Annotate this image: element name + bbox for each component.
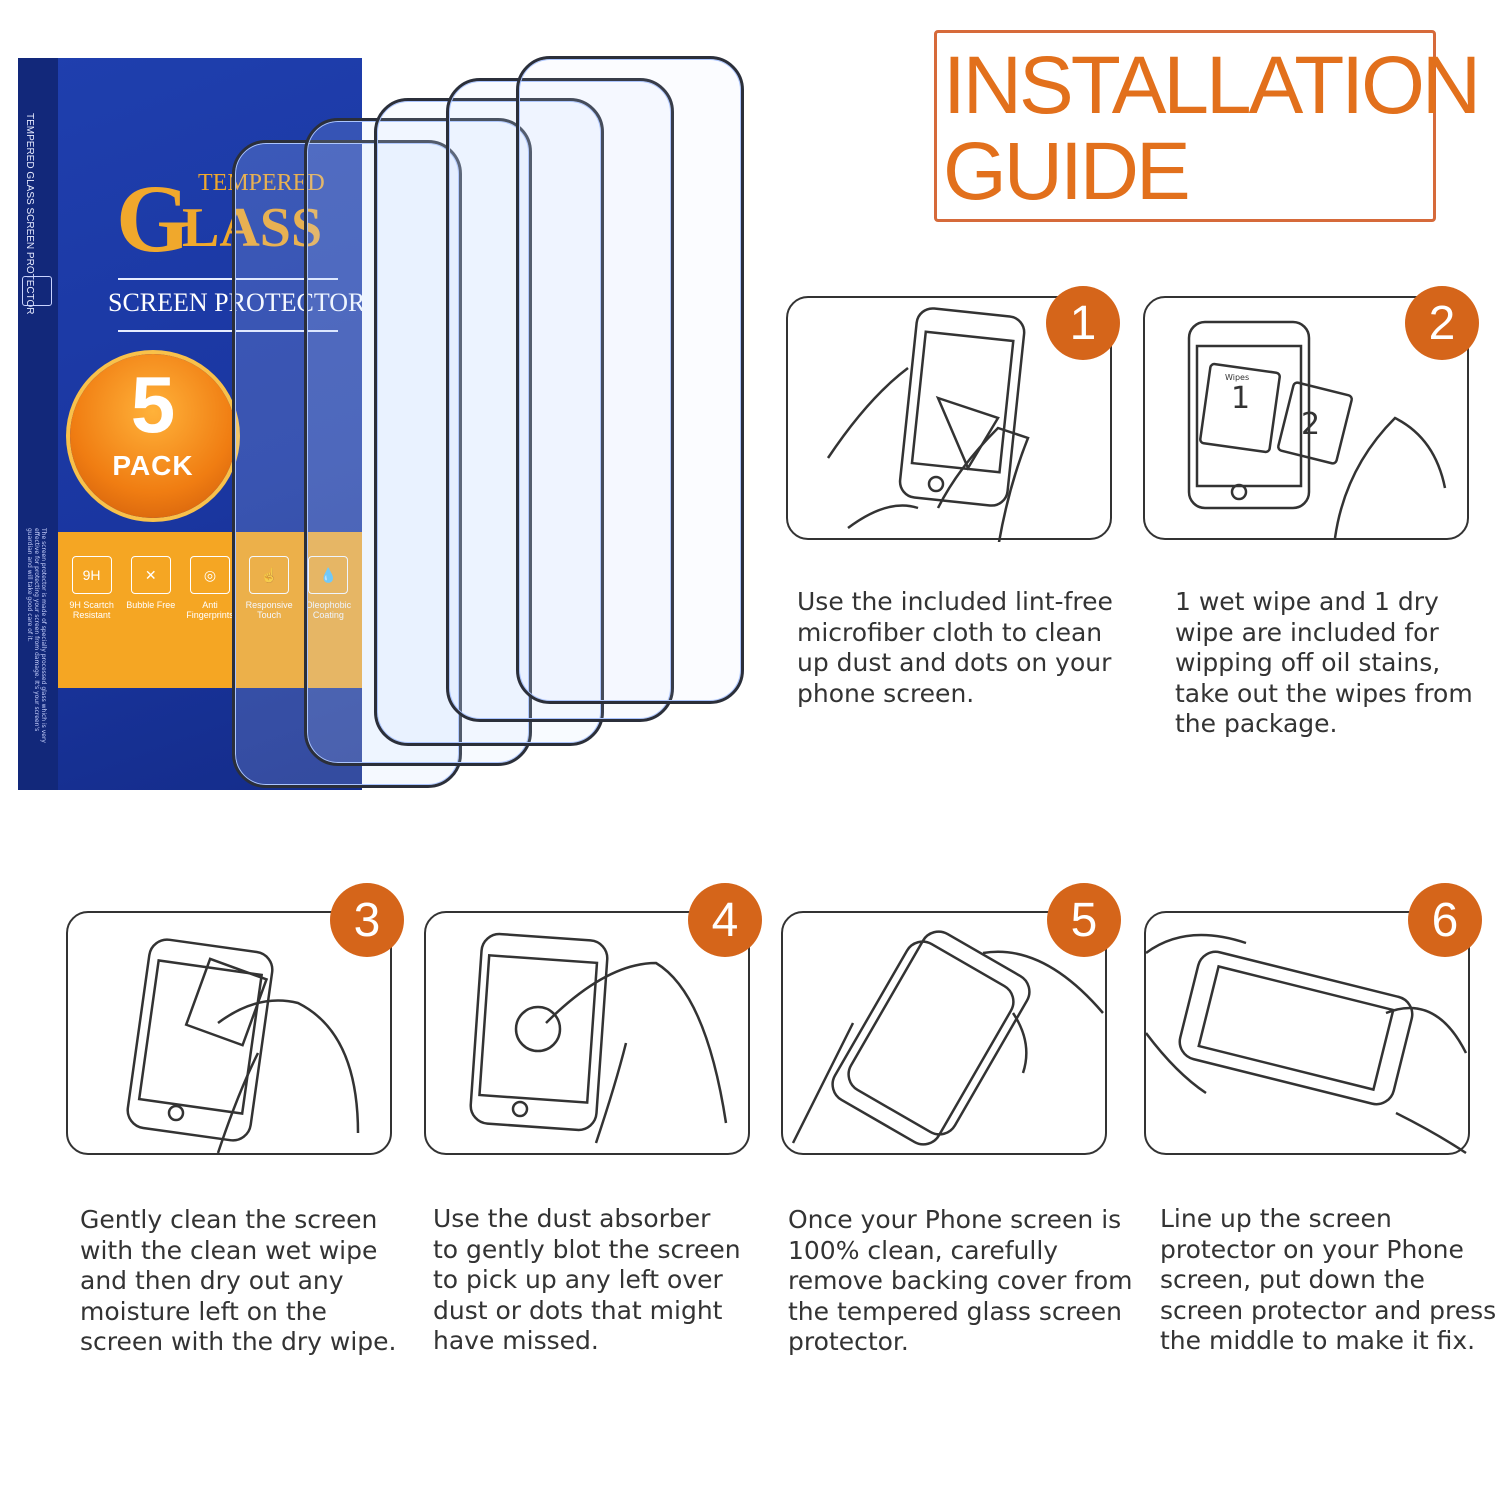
feature-label: Anti Fingerprints <box>186 600 234 620</box>
bubble-icon: ✕ <box>130 556 171 594</box>
feature-bubble: ✕ Bubble Free <box>122 556 180 688</box>
step-5-illustration: 5 <box>781 883 1121 1155</box>
step-4-illustration: 4 <box>424 883 762 1155</box>
hardness-icon: 9H <box>71 556 112 594</box>
feature-touch: ☝ Responsive Touch <box>240 556 298 688</box>
pack-count: 5 <box>130 360 176 449</box>
pack-badge: 5 PACK <box>70 354 236 518</box>
box-subtitle: SCREEN PROTECTOR <box>108 288 366 317</box>
title-line2: GUIDE <box>943 126 1191 217</box>
spine-text: TEMPERED GLASS SCREEN PROTECTOR <box>24 113 35 315</box>
divider <box>118 330 338 332</box>
phone-dust-absorber-illustration <box>469 932 728 1144</box>
svg-text:Wipes: Wipes <box>1225 373 1249 382</box>
step-2-badge: 2 <box>1405 286 1479 360</box>
phone-wipe-illustration <box>126 938 360 1154</box>
wipe-number: 1 <box>1231 381 1250 416</box>
phone-cloth-illustration <box>826 307 1030 542</box>
step-3-text: Gently clean the screen with the clean w… <box>80 1205 397 1356</box>
step-5-badge: 5 <box>1047 883 1121 957</box>
feature-fingerprint: ◎ Anti Fingerprints <box>181 556 239 688</box>
box-side-note: The screen protector is made of speciall… <box>26 528 47 743</box>
screen-protector <box>232 140 462 788</box>
feature-label: 9H Scartch Resistant <box>69 600 114 620</box>
step-1-text: Use the included lint-free microfiber cl… <box>797 587 1113 708</box>
feature-9h: 9H 9H Scartch Resistant <box>63 556 121 688</box>
feature-oleophobic: 💧 Oleophobic Coating <box>299 556 357 688</box>
screen-protector <box>374 98 604 746</box>
feature-label: Oleophobic Coating <box>305 600 352 620</box>
step-3-illustration: 3 <box>66 883 404 1155</box>
box-spine: TEMPERED GLASS SCREEN PROTECTOR The scre… <box>18 58 58 790</box>
title-line1: INSTALLATION <box>943 40 1481 131</box>
installation-guide-title: INSTALLATION GUIDE <box>934 30 1481 222</box>
step-1-badge: 1 <box>1046 286 1120 360</box>
feature-label: Responsive Touch <box>245 600 293 620</box>
screen-protector <box>304 118 532 766</box>
brand-top: TEMPERED <box>198 170 325 196</box>
step-6-illustration: 6 <box>1144 883 1482 1155</box>
step-5-text: Once your Phone screen is 100% clean, ca… <box>788 1205 1133 1356</box>
phone-wipes-illustration: 1 2 Wipes <box>1187 320 1447 539</box>
step-4-badge: 4 <box>688 883 762 957</box>
feature-label: Bubble Free <box>126 600 176 610</box>
step-2-text: 1 wet wipe and 1 dry wipe are included f… <box>1175 587 1473 738</box>
pack-label: PACK <box>112 450 194 481</box>
phone-backing-illustration <box>791 930 1104 1146</box>
svg-text:2: 2 <box>1301 407 1320 442</box>
fingerprint-icon: ◎ <box>189 556 230 594</box>
spine-logo-icon <box>22 276 52 306</box>
droplet-icon: 💧 <box>308 556 349 594</box>
brand-letter: G <box>116 165 191 272</box>
divider <box>118 278 338 280</box>
brand-rest: LASS <box>182 197 323 259</box>
feature-strip: 9H 9H Scartch Resistant ✕ Bubble Free ◎ Ant… <box>58 532 362 688</box>
step-4-text: Use the dust absorber to gently blot the… <box>433 1204 741 1355</box>
step-6-text: Line up the screen protector on your Pho… <box>1160 1204 1497 1355</box>
step-1-illustration: 1 <box>786 286 1120 542</box>
step-3-badge: 3 <box>330 883 404 957</box>
step-6-badge: 6 <box>1408 883 1482 957</box>
screen-protector <box>516 56 744 704</box>
screen-protector <box>446 78 674 722</box>
phone-align-illustration <box>1146 933 1468 1155</box>
touch-icon: ☝ <box>249 556 290 594</box>
